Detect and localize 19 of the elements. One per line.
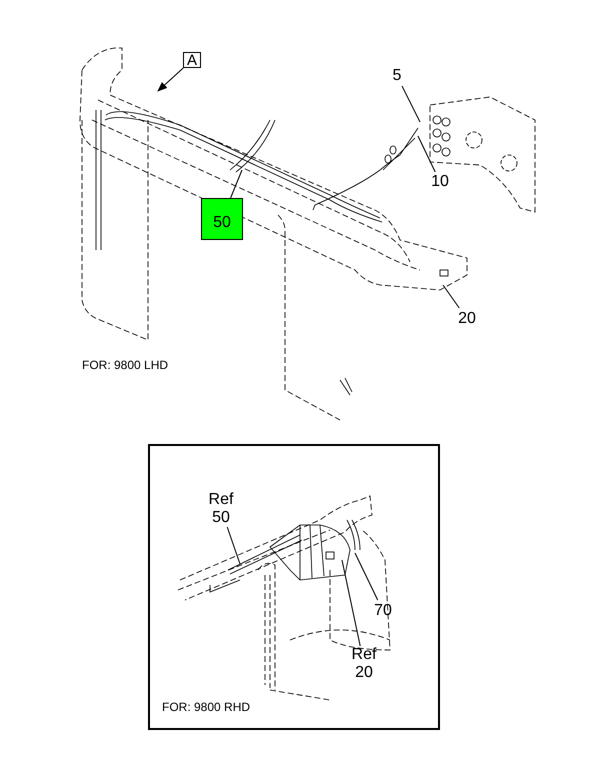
callout-number: Ref 20 [350,646,378,682]
view-arrow [157,68,184,92]
callout-number: 20 [458,310,476,328]
note-text: FOR: 9800 RHD [162,699,250,716]
leader-line [226,526,240,564]
callout-number: 10 [431,173,449,191]
leader-line [418,136,436,172]
inset-frame [148,444,440,730]
leader-line [442,284,460,308]
callout-number: 70 [374,602,392,620]
callout-number: Ref 50 [208,491,234,527]
note-text: FOR: 9800 LHD [82,357,168,374]
callout-number: 50 [201,198,243,240]
leader-line [342,560,361,646]
leader-line [354,552,378,600]
leader-line [402,86,420,122]
view-label: A [183,52,201,68]
callout-number: 5 [392,67,402,85]
leader-line [230,170,242,198]
